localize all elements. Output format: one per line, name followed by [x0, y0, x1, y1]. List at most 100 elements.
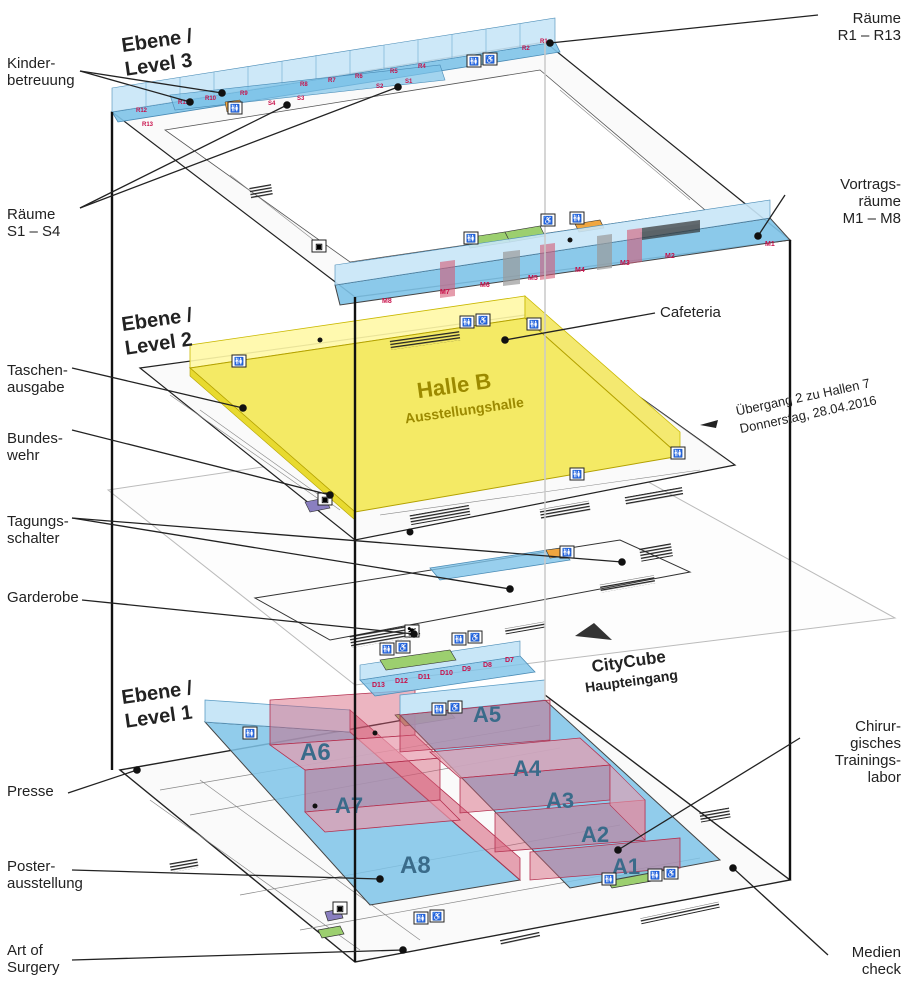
toilet-icon: 🚻: [463, 231, 479, 245]
room-label: R11: [178, 100, 189, 106]
elevator-icon: ▣: [311, 239, 327, 253]
room-label: M6: [480, 282, 490, 289]
wheelchair-icon: ♿: [447, 700, 463, 714]
room-label: S1: [405, 79, 413, 85]
callout-presse: Presse: [7, 783, 54, 800]
level3-heading: Ebene /Level 3: [120, 25, 194, 81]
room-label: R1: [540, 39, 548, 45]
s-room-labels: S1 S2 S3 S4: [268, 79, 413, 107]
toilet-icon: 🚻: [569, 211, 585, 225]
toilet-icon: 🚻: [670, 446, 686, 460]
room-label: M2: [665, 253, 675, 260]
callout-dots: [133, 39, 762, 954]
toilet-icon: 🚻: [459, 315, 475, 329]
room-label: ♿: [543, 215, 553, 225]
room-label: ♿: [470, 632, 480, 642]
room-label: D9: [462, 666, 471, 673]
level1-halls-west: [203, 689, 522, 906]
wheelchair-icon: ♿: [475, 313, 491, 327]
room-label: 🚻: [529, 319, 539, 329]
level1-hall-labels: A6 A7 A8 A5 A4 A3 A2 A1: [300, 702, 640, 879]
room-label: ▣: [336, 904, 344, 913]
room-label: 🚻: [673, 448, 683, 458]
toilet-icon: 🚻: [466, 54, 482, 68]
room-label: R4: [418, 64, 426, 70]
room-label: S4: [268, 101, 276, 107]
room-label: R13: [142, 122, 154, 128]
toilet-icon: 🚻: [559, 545, 575, 559]
hall-a3-label: A3: [546, 788, 574, 813]
room-label: M5: [528, 275, 538, 282]
room-label: 🚻: [466, 233, 476, 243]
toilet-icon: 🚻: [526, 317, 542, 331]
toilet-icon: 🚻: [451, 632, 467, 646]
room-label: S2: [376, 84, 384, 90]
room-label: 🚻: [469, 56, 479, 66]
wheelchair-icon: ♿: [467, 630, 483, 644]
wheelchair-icon: ♿: [395, 640, 411, 654]
hall-a8-label: A8: [400, 852, 431, 879]
room-label: ▣: [315, 242, 323, 251]
room-label: M3: [620, 260, 630, 267]
toilet-icon: 🚻: [379, 642, 395, 656]
toilet-icon: 🚻: [601, 872, 617, 886]
level1-heading: Ebene /Level 1: [120, 677, 194, 733]
arrow-icon: [700, 420, 718, 428]
hall-a4-label: A4: [513, 756, 542, 781]
room-label: R6: [355, 74, 363, 80]
room-label: R7: [328, 78, 336, 84]
callout-garderobe: Garderobe: [7, 589, 79, 606]
room-label: D13: [372, 682, 385, 689]
room-label: 🚻: [416, 913, 426, 923]
room-label: 🚻: [562, 547, 572, 557]
room-label: 🚻: [572, 469, 582, 479]
room-label: D7: [505, 657, 514, 664]
room-label: D11: [418, 674, 431, 681]
toilet-icon: 🚻: [647, 868, 663, 882]
room-label: M4: [575, 267, 585, 274]
room-label: R10: [205, 96, 217, 102]
hall-a5-label: A5: [473, 702, 501, 727]
room-label: 🚻: [230, 103, 240, 113]
room-label: ♿: [450, 702, 460, 712]
level3-m-rooms: [334, 199, 792, 306]
room-label: ♿: [478, 315, 488, 325]
room-label: R5: [390, 69, 398, 75]
wheelchair-icon: ♿: [429, 909, 445, 923]
room-label: ♿: [398, 642, 408, 652]
room-label: 🚻: [434, 704, 444, 714]
room-label: ▣: [321, 495, 329, 504]
room-label: R8: [300, 82, 308, 88]
room-label: 🚻: [454, 634, 464, 644]
room-label: ♿: [666, 868, 676, 878]
room-label: 🚻: [382, 644, 392, 654]
callout-trainingslabor: Chirur-gisches Trainings-labor: [834, 718, 901, 786]
hall-a2-label: A2: [581, 822, 609, 847]
room-label: D10: [440, 670, 453, 677]
room-label: 🚻: [462, 317, 472, 327]
level3-r-rooms: [111, 17, 561, 123]
toilet-icon: 🚻: [413, 911, 429, 925]
hall-a6-label: A6: [300, 739, 331, 766]
callout-taschenausgabe: Taschen-ausgabe: [7, 362, 68, 396]
toilet-icon: 🚻: [227, 101, 243, 115]
callout-posterausstellung: Poster-ausstellung: [7, 858, 83, 892]
room-label: S3: [297, 96, 305, 102]
room-label: 🚻: [572, 213, 582, 223]
room-label: R2: [522, 46, 530, 52]
room-label: D8: [483, 662, 492, 669]
callout-kinderbetreuung: Kinder-betreuung: [7, 55, 75, 89]
room-label: M1: [765, 241, 775, 248]
callout-cafeteria: Cafeteria: [660, 304, 721, 321]
room-label: 🚻: [604, 874, 614, 884]
room-label: D12: [395, 678, 408, 685]
callout-bundeswehr: Bundes-wehr: [7, 430, 63, 464]
callout-leaders: [67, 14, 829, 961]
room-label: ♿: [432, 911, 442, 921]
level2-heading: Ebene /Level 2: [120, 304, 194, 360]
